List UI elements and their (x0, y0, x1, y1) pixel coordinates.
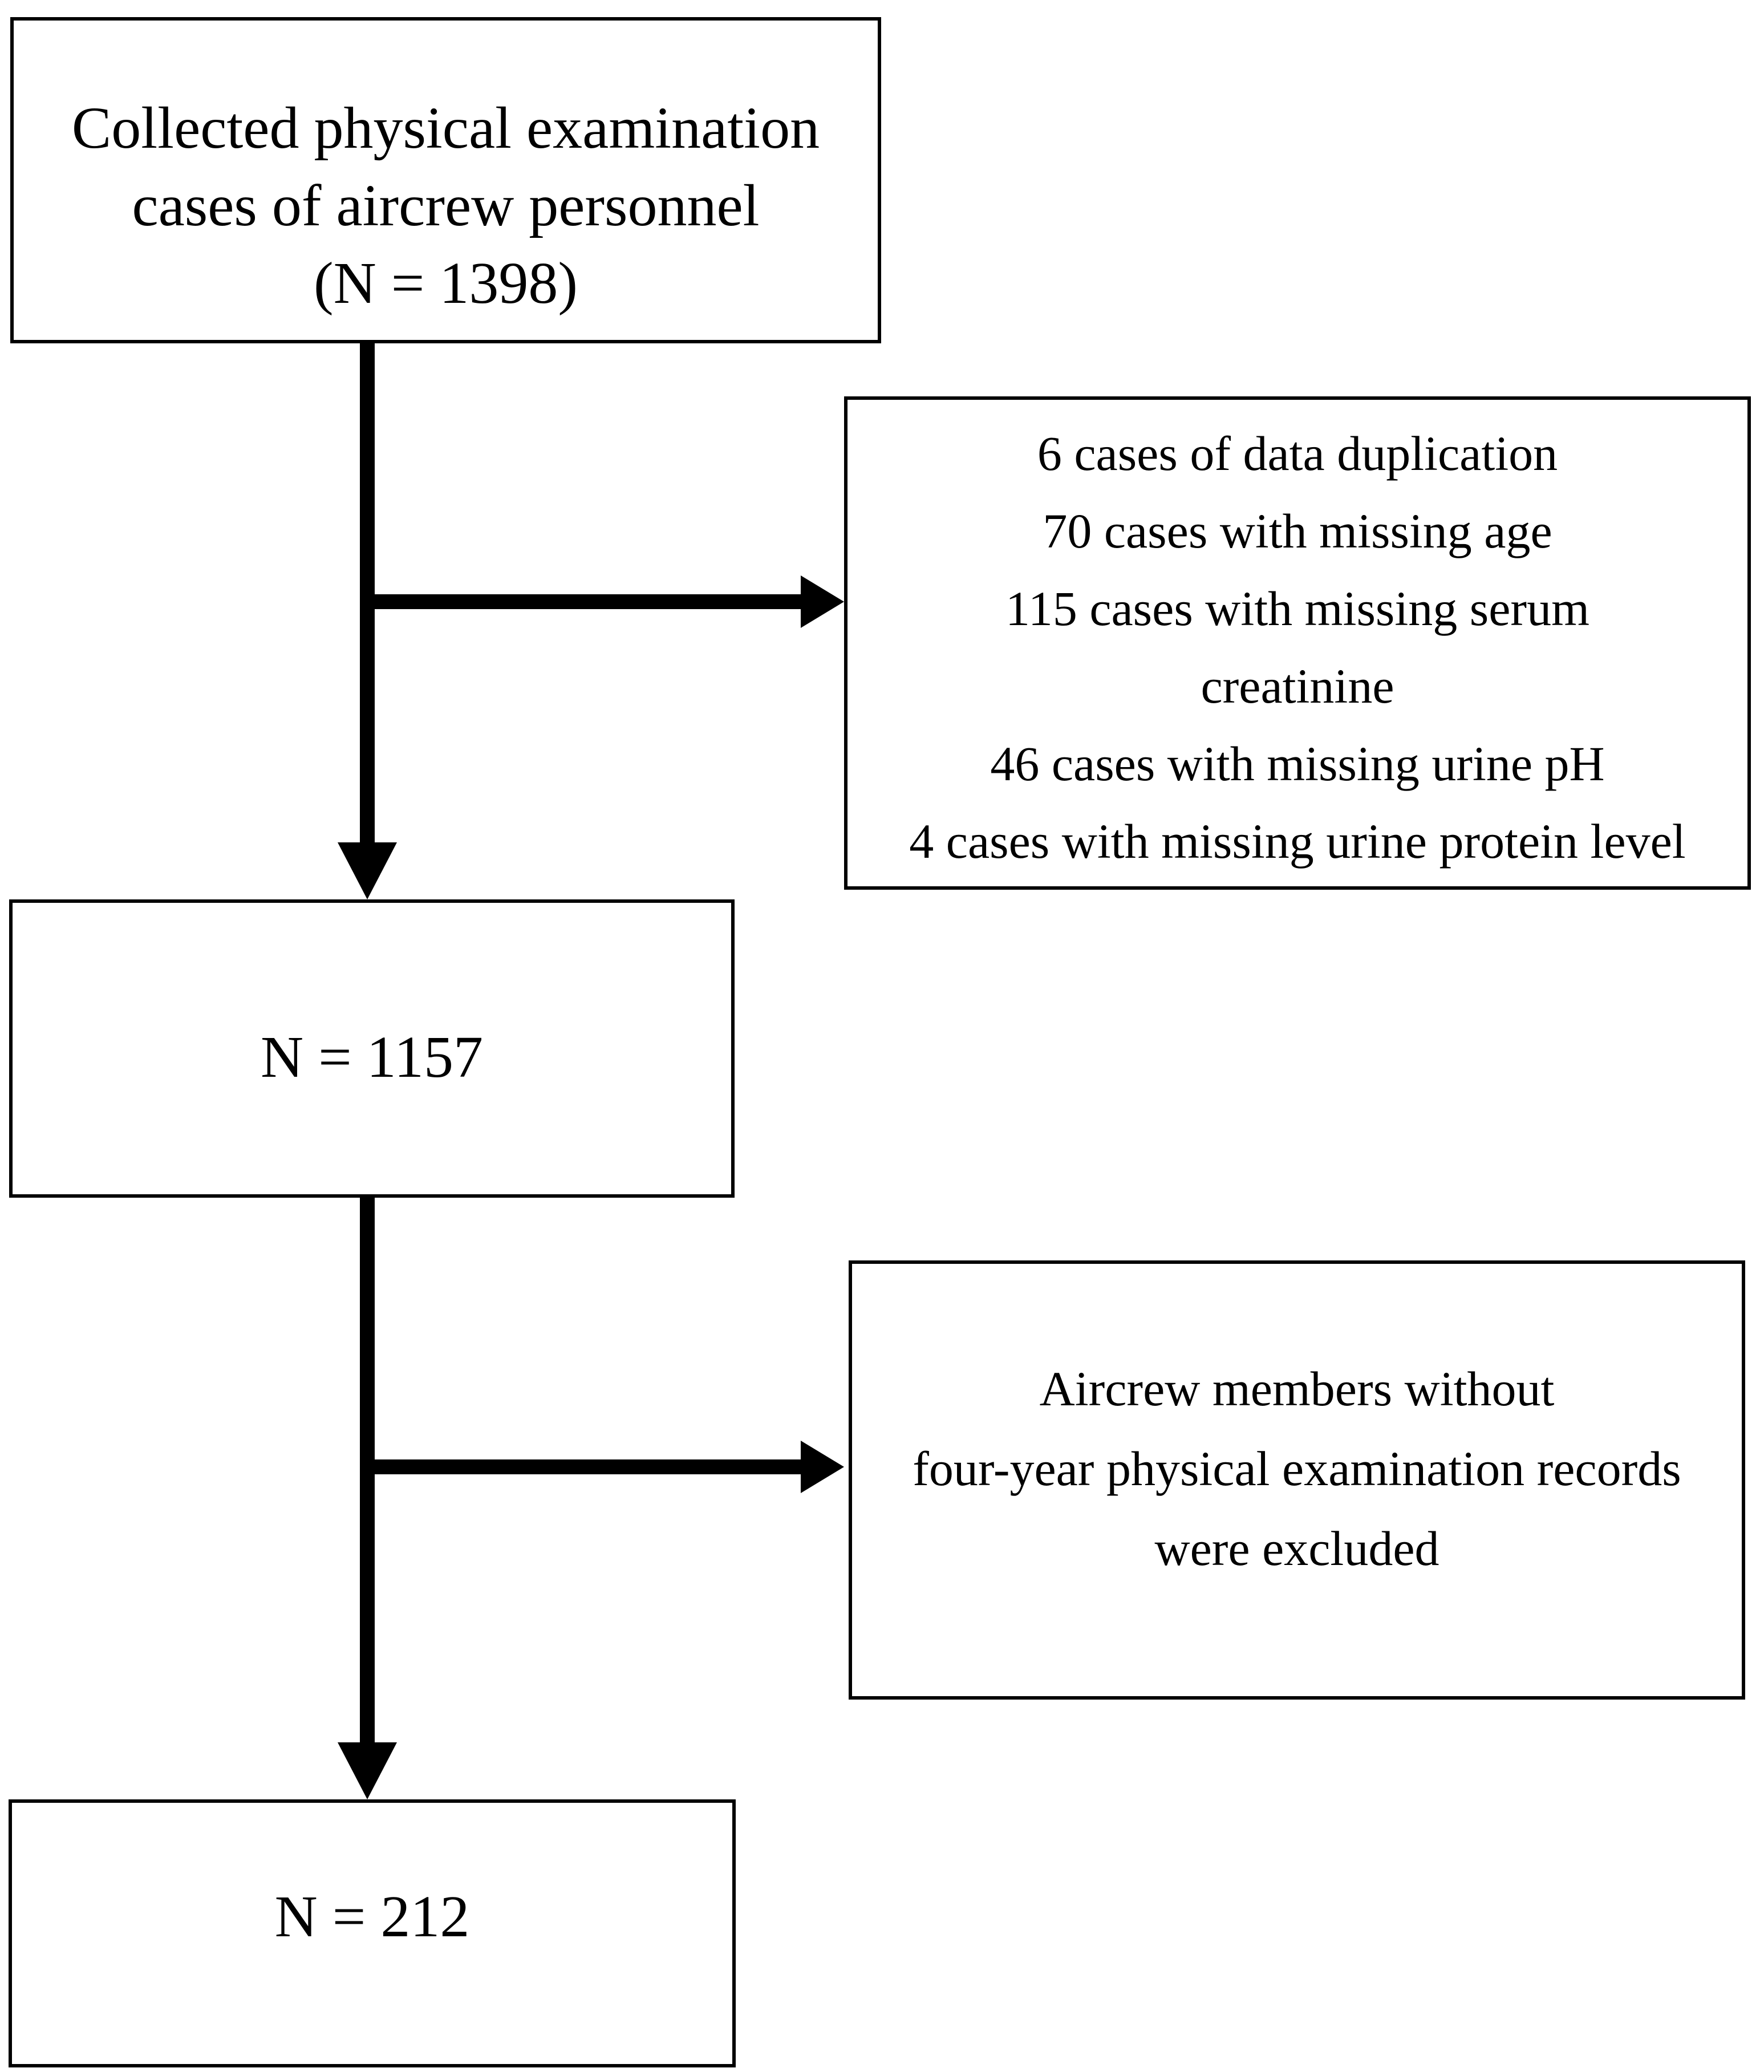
node-text-line: 46 cases with missing urine pH (990, 736, 1605, 791)
node-excluded-no-four-year-records: Aircrew members without four-year physic… (849, 1260, 1745, 1700)
node-text-line: Collected physical examination (71, 95, 820, 161)
node-text-line: cases of aircrew personnel (132, 173, 760, 238)
node-text-line: 6 cases of data duplication (1037, 426, 1558, 481)
node-text-line: were excluded (1154, 1521, 1439, 1576)
sample-size-label: N = 212 (274, 1883, 470, 1949)
arrowhead-right-icon (801, 1441, 844, 1493)
node-text-line: Aircrew members without (1039, 1361, 1555, 1416)
arrowhead-right-icon (801, 575, 844, 628)
node-text-line: 70 cases with missing age (1043, 504, 1552, 558)
arrow-shaft-right-1 (367, 594, 801, 609)
node-n-212: N = 212 (9, 1799, 736, 2067)
node-text-line: 4 cases with missing urine protein level (909, 814, 1686, 869)
node-n-1157: N = 1157 (9, 899, 735, 1198)
node-text-line: four-year physical examination records (913, 1441, 1681, 1496)
arrowhead-down-icon (338, 1742, 397, 1799)
arrow-shaft-right-2 (367, 1459, 801, 1474)
arrowhead-down-icon (338, 842, 397, 899)
node-text-line: creatinine (1201, 659, 1394, 713)
node-text-line: (N = 1398) (313, 250, 578, 316)
node-collected-cases: Collected physical examination cases of … (10, 17, 881, 343)
node-text-line: 115 cases with missing serum (1005, 581, 1589, 636)
node-excluded-missing-data: 6 cases of data duplication 70 cases wit… (844, 396, 1751, 890)
sample-size-label: N = 1157 (261, 1024, 483, 1090)
